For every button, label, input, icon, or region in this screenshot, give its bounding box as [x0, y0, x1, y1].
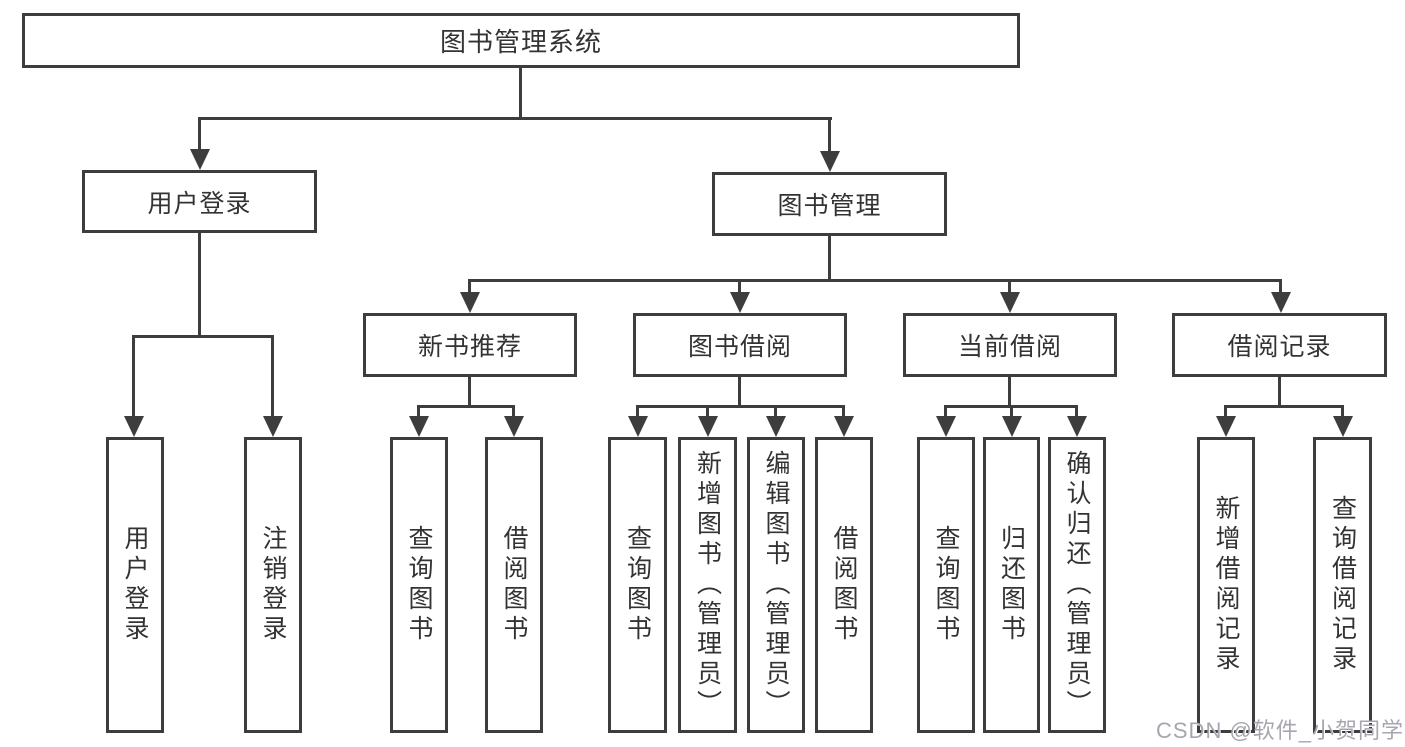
arrow-down-icon [730, 292, 750, 313]
arrow-down-icon [504, 416, 524, 437]
connector-records-bus [1224, 405, 1343, 408]
node-book-borrowing: 图书借阅 [633, 313, 847, 377]
leaf-confirm-return-admin: 确认归还（管理员） [1048, 437, 1106, 733]
arrow-down-icon [820, 151, 840, 172]
connector-borrowing-stem [738, 377, 741, 407]
arrow-down-icon [1216, 416, 1236, 437]
leaf-return-books: 归还图书 [983, 437, 1040, 733]
leaf-query-books-borrowing: 查询图书 [608, 437, 667, 733]
connector-book-management-stem [828, 236, 831, 281]
connector-current-stem [1008, 377, 1011, 407]
connector-drop-leaf [944, 405, 947, 418]
arrow-down-icon [834, 416, 854, 437]
arrow-down-icon [766, 416, 786, 437]
connector-drop-level3 [468, 279, 471, 294]
connector-drop-leaf [132, 335, 135, 418]
connector-records-stem [1278, 377, 1281, 407]
arrow-down-icon [1333, 416, 1353, 437]
connector-drop-leaf [774, 405, 777, 418]
connector-drop-leaf [1224, 405, 1227, 418]
node-book-borrowing-label: 图书借阅 [687, 333, 792, 361]
connector-drop-leaf [417, 405, 420, 418]
leaf-logout: 注销登录 [244, 437, 302, 733]
arrow-down-icon [1000, 292, 1020, 313]
connector-drop-leaf [842, 405, 845, 418]
node-book-management: 图书管理 [712, 172, 947, 236]
arrow-down-icon [628, 416, 648, 437]
node-new-book-recommend-label: 新书推荐 [417, 333, 522, 361]
leaf-borrow-books-recommend: 借阅图书 [485, 437, 543, 733]
node-user-login-label: 用户登录 [147, 189, 252, 218]
node-new-book-recommend: 新书推荐 [363, 313, 577, 377]
connector-level3-bus [468, 279, 1282, 282]
connector-drop-leaf [636, 405, 639, 418]
arrow-down-icon [409, 416, 429, 437]
csdn-watermark: CSDN @软件_小贺同学 [1156, 718, 1405, 743]
leaf-edit-books-admin: 编辑图书（管理员） [747, 437, 805, 733]
connector-borrowing-bus [636, 405, 845, 408]
arrow-down-icon [1067, 416, 1087, 437]
connector-drop-leaf [512, 405, 515, 418]
connector-drop-user-login [198, 117, 201, 151]
node-root-system: 图书管理系统 [22, 13, 1020, 68]
connector-drop-leaf [271, 335, 274, 418]
arrow-down-icon [698, 416, 718, 437]
leaf-add-borrow-record: 新增借阅记录 [1197, 437, 1255, 733]
node-borrowing-records: 借阅记录 [1172, 313, 1387, 377]
connector-drop-level3 [738, 279, 741, 294]
arrow-down-icon [1002, 416, 1022, 437]
arrow-down-icon [124, 416, 144, 437]
connector-drop-leaf [1010, 405, 1013, 418]
connector-drop-leaf [1341, 405, 1344, 418]
arrow-down-icon [460, 292, 480, 313]
node-current-borrowing: 当前借阅 [903, 313, 1117, 377]
arrow-down-icon [190, 149, 210, 170]
arrow-down-icon [263, 416, 283, 437]
connector-user-login-bus [132, 335, 274, 338]
leaf-query-borrow-record: 查询借阅记录 [1313, 437, 1372, 733]
node-borrowing-records-label: 借阅记录 [1227, 333, 1332, 361]
connector-drop-level3 [1008, 279, 1011, 294]
connector-level2-bus [198, 117, 832, 120]
node-book-management-label: 图书管理 [777, 192, 882, 220]
arrow-down-icon [936, 416, 956, 437]
leaf-borrow-books-borrowing: 借阅图书 [815, 437, 873, 733]
connector-user-login-stem [198, 233, 201, 337]
connector-drop-leaf [1075, 405, 1078, 418]
connector-drop-level3 [1279, 279, 1282, 294]
connector-root-stem [519, 68, 522, 119]
leaf-query-books-current: 查询图书 [917, 437, 975, 733]
leaf-add-books-admin: 新增图书（管理员） [678, 437, 737, 733]
connector-drop-leaf [706, 405, 709, 418]
leaf-query-books-recommend: 查询图书 [390, 437, 448, 733]
leaf-user-login: 用户登录 [106, 437, 164, 733]
connector-drop-book-management [828, 117, 831, 153]
node-current-borrowing-label: 当前借阅 [957, 333, 1062, 361]
connector-recommend-stem [468, 377, 471, 407]
node-user-login: 用户登录 [82, 170, 317, 233]
arrow-down-icon [1271, 292, 1291, 313]
node-root-label: 图书管理系统 [439, 27, 602, 57]
connector-recommend-bus [417, 405, 515, 408]
